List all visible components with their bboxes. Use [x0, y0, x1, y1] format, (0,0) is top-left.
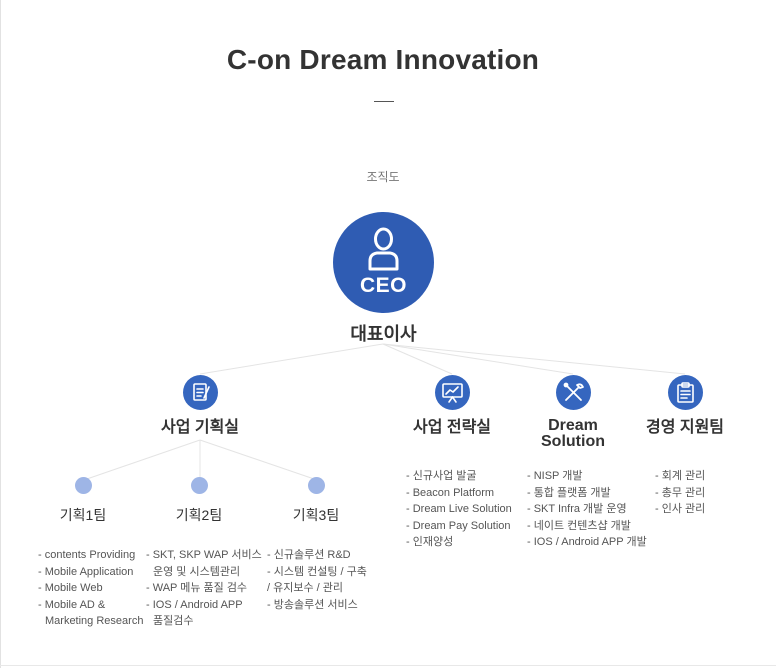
list-item: - 회계 관리 [655, 470, 706, 482]
list-item: - 네이트 컨텐츠샵 개발 [527, 519, 631, 532]
list-item: - contents Providing [38, 549, 136, 561]
list-item: - WAP 메뉴 품질 검수 [146, 582, 248, 594]
list-item: / 유지보수 / 관리 [267, 582, 344, 594]
dept-management-node [668, 375, 703, 410]
list-item: - 방송솔루션 서비스 [267, 598, 358, 611]
team-1-duties: - contents Providing - Mobile Applicatio… [38, 547, 143, 630]
team-2-label: 기획2팀 [175, 507, 223, 523]
list-item: - 통합 플랫폼 개발 [527, 486, 611, 499]
ceo-node: CEO [333, 212, 434, 313]
dept-dream-solution-label-line1: Dream [548, 417, 598, 434]
dept-dream-solution-label-line2: Solution [541, 433, 605, 450]
dept-dream-solution-duties: - NISP 개발 - 통합 플랫폼 개발 - SKT Infra 개발 운영 … [527, 468, 647, 551]
frame-bottom-border [0, 665, 776, 666]
list-item: - Mobile AD & [38, 598, 106, 611]
team-2-dot [191, 477, 208, 494]
person-icon [368, 227, 399, 271]
dept-planning-label: 사업 기획실 [160, 419, 240, 436]
list-item: Marketing Research [45, 615, 144, 627]
list-item: - 인사 관리 [655, 503, 706, 515]
team-1-dot [75, 477, 92, 494]
team-1-label: 기획1팀 [59, 507, 107, 523]
ceo-title: 대표이사 [350, 324, 417, 344]
tools-icon [563, 382, 584, 401]
list-item: - 시스템 컨설팅 / 구축 [267, 565, 367, 578]
list-item: - 신규솔루션 R&D [267, 549, 351, 561]
clipboard-icon [677, 382, 694, 403]
list-item: - Beacon Platform [406, 486, 495, 499]
list-item: - IOS / Android APP [146, 598, 243, 611]
list-item: - 총무 관리 [655, 486, 706, 499]
team-3-label: 기획3팀 [292, 507, 340, 523]
list-item: - Mobile Application [38, 565, 134, 578]
list-item: - Dream Live Solution [406, 503, 512, 515]
dept-planning-node [183, 375, 218, 410]
title-underline [374, 101, 394, 102]
presentation-chart-icon [442, 383, 463, 403]
team-2-duties: - SKT, SKP WAP 서비스 운영 및 시스템관리 - WAP 메뉴 품… [146, 547, 262, 630]
list-item: 품질검수 [153, 615, 194, 627]
list-item: - Dream Pay Solution [406, 519, 511, 532]
dept-strategy-duties: - 신규사업 발굴 - Beacon Platform - Dream Live… [406, 468, 512, 551]
page-title: C-on Dream Innovation [226, 44, 540, 75]
list-item: - Mobile Web [38, 582, 103, 594]
list-item: - SKT Infra 개발 운영 [527, 503, 627, 515]
list-item: - NISP 개발 [527, 470, 583, 482]
list-item: 운영 및 시스템관리 [153, 565, 241, 578]
dept-management-duties: - 회계 관리 - 총무 관리 - 인사 관리 [655, 468, 705, 518]
ceo-badge-label: CEO [359, 274, 407, 297]
team-3-duties: - 신규솔루션 R&D - 시스템 컨설팅 / 구축 / 유지보수 / 관리 -… [267, 547, 367, 613]
page-subtitle: 조직도 [366, 170, 400, 184]
document-edit-icon [193, 383, 210, 401]
team-3-dot [308, 477, 325, 494]
dept-dream-solution-node [556, 375, 591, 410]
frame-left-border [0, 0, 1, 668]
dept-strategy-node [435, 375, 470, 410]
list-item: - 신규사업 발굴 [406, 470, 477, 482]
list-item: - IOS / Android APP 개발 [527, 536, 647, 548]
dept-management-label: 경영 지원팀 [645, 419, 725, 436]
list-item: - SKT, SKP WAP 서비스 [146, 549, 262, 561]
dept-strategy-label: 사업 전략실 [412, 419, 492, 436]
list-item: - 인재양성 [406, 536, 454, 548]
